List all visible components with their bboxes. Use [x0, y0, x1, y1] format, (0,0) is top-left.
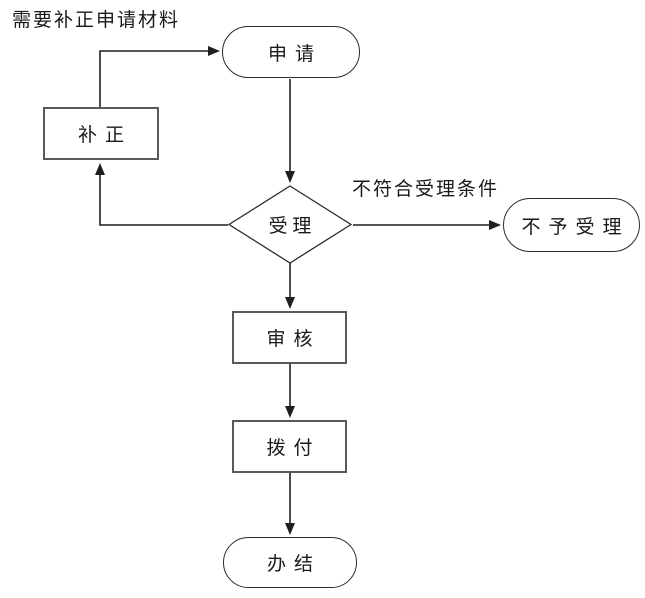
edge-supplement-to-apply [99, 46, 220, 107]
node-complete-label: 办结 [267, 554, 321, 575]
node-complete: 办结 [223, 537, 357, 588]
diamond-shape [228, 185, 352, 264]
node-apply-label: 申请 [268, 43, 322, 65]
node-apply: 申请 [222, 26, 360, 78]
node-not-accepted: 不予受理 [503, 198, 640, 252]
node-supplement: 补正 [43, 107, 159, 160]
node-accept-decision: 受理 [228, 185, 352, 264]
node-disburse-label: 拨付 [266, 438, 321, 459]
edge-accept-to-supplement [95, 163, 228, 226]
node-accept-label: 受理 [268, 216, 317, 237]
note-need-supplement-materials: 需要补正申请材料 [12, 10, 181, 31]
edge-label-not-meeting-conditions: 不符合受理条件 [352, 179, 500, 200]
node-review: 审核 [232, 311, 347, 364]
node-not-accepted-label: 不予受理 [521, 216, 630, 238]
node-review-label: 审核 [266, 329, 321, 350]
node-supplement-label: 补正 [78, 125, 132, 146]
node-disburse: 拨付 [232, 420, 347, 473]
